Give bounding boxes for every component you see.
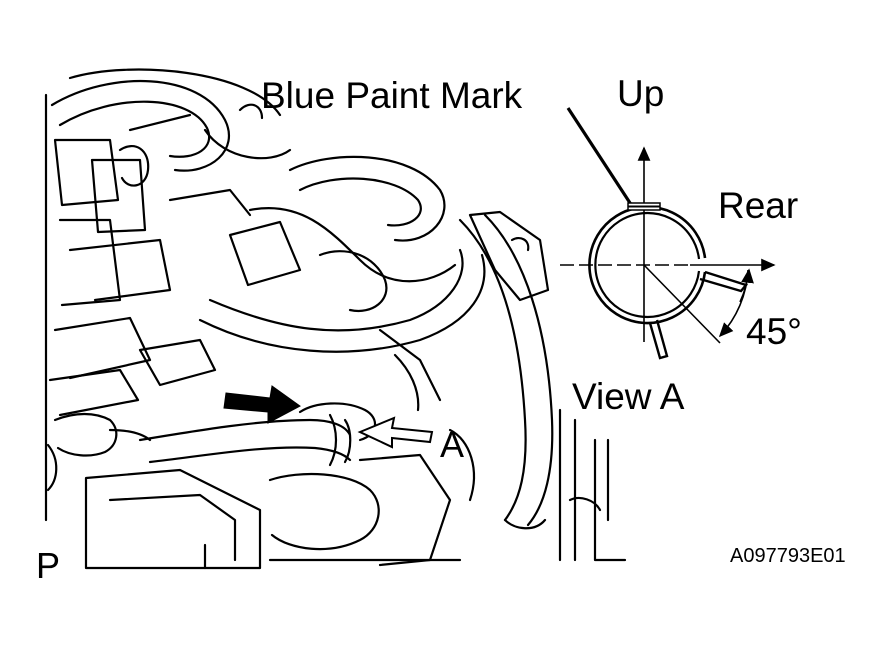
view-a-diagram	[560, 107, 776, 360]
p-label: P	[36, 545, 61, 586]
figure-id-label: A097793E01	[730, 545, 846, 567]
engine-bay-drawing	[44, 68, 627, 570]
a-label: A	[440, 424, 465, 465]
rear-label: Rear	[718, 185, 799, 226]
black-arrow-icon	[223, 385, 301, 424]
angle-label: 45°	[746, 311, 802, 352]
up-label: Up	[617, 73, 665, 114]
blue-paint-mark-label: Blue Paint Mark	[261, 75, 523, 116]
view-a-label: View A	[572, 376, 685, 417]
view-a-arrow-icon	[357, 416, 434, 449]
